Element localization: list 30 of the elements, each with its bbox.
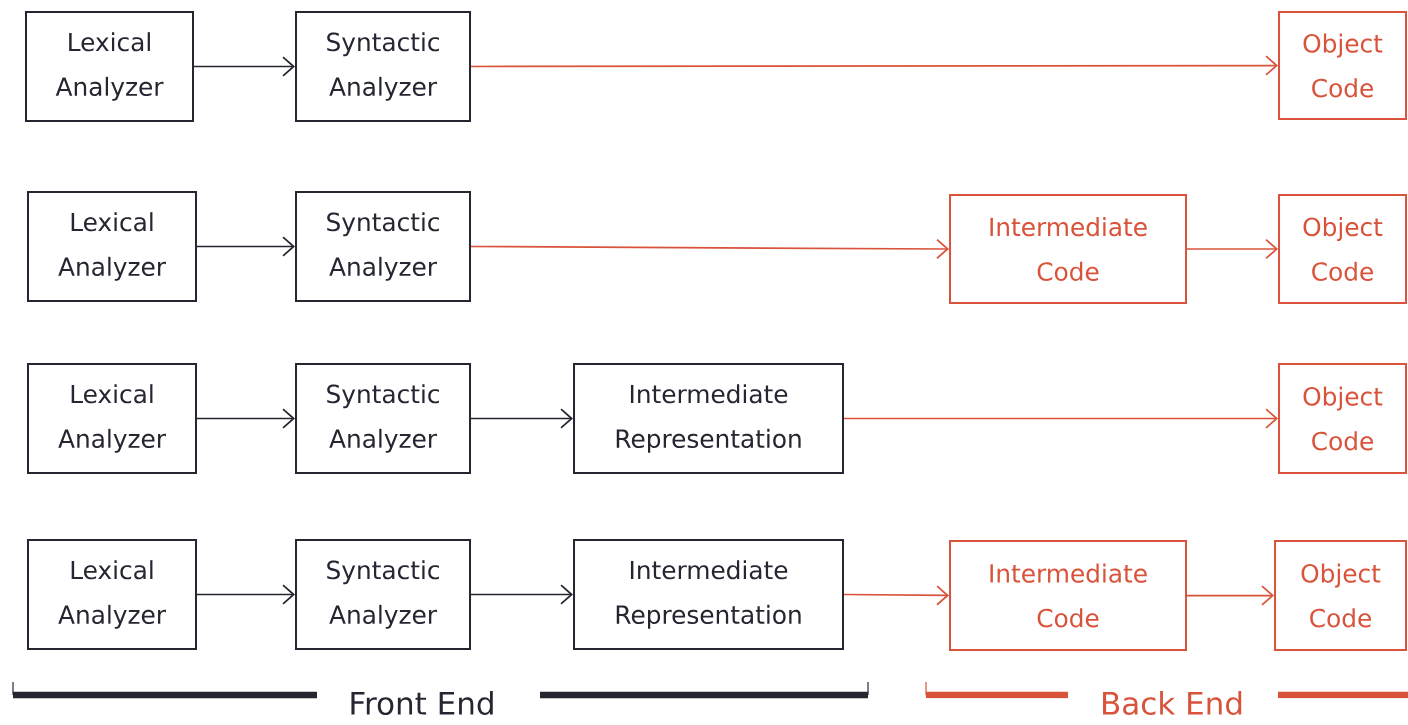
process-box: Syntactic Analyzer [295,11,471,122]
arrow [470,238,949,260]
process-box: Lexical Analyzer [27,539,197,650]
arrow [1186,238,1278,260]
arrow [470,55,1278,76]
arrow [196,408,295,429]
process-box: Syntactic Analyzer [295,191,471,302]
process-box: Intermediate Representation [573,363,844,474]
arrow [196,584,295,605]
process-box: Syntactic Analyzer [295,363,471,474]
process-box: Object Code [1274,540,1407,651]
arrow [843,408,1278,429]
process-box: Lexical Analyzer [27,363,197,474]
process-box: Object Code [1278,11,1407,120]
arrow [470,584,573,605]
arrow [1186,585,1274,606]
arrow [470,408,573,429]
process-box: Lexical Analyzer [25,11,194,122]
arrow [196,236,295,257]
arrow [193,56,295,77]
process-box: Intermediate Code [949,540,1187,651]
process-box: Intermediate Code [949,194,1187,304]
arrow [843,585,949,606]
process-box: Object Code [1278,194,1407,304]
bracket-label: Front End [351,691,493,715]
process-box: Object Code [1278,363,1407,474]
bracket-label: Back End [1103,691,1242,715]
process-box: Lexical Analyzer [27,191,197,302]
process-box: Intermediate Representation [573,539,844,650]
process-box: Syntactic Analyzer [295,539,471,650]
